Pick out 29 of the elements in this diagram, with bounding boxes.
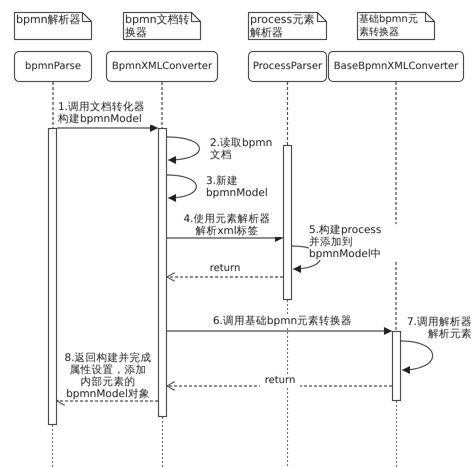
lifeline-title: BaseBpmnXMLConverter <box>334 61 458 72</box>
lifeline-title: bpmnParse <box>25 61 81 72</box>
lifeline-title: BpmnXMLConverter <box>112 61 212 72</box>
return-arrow <box>166 272 284 282</box>
lifeline-title: process元素解析器 <box>249 12 316 39</box>
activation-bar <box>283 145 292 300</box>
note-box <box>357 12 435 40</box>
lifeline-head-box <box>14 51 92 82</box>
lifeline <box>52 82 54 128</box>
note-box <box>248 12 327 40</box>
self-call-arrow <box>166 136 200 164</box>
lifeline <box>287 82 288 146</box>
lifeline-title: ProcessParser <box>252 61 322 72</box>
lifeline-title: 基础bpmn元素转换器 <box>358 12 419 39</box>
note-box <box>14 12 92 40</box>
activation-bar <box>48 128 57 425</box>
self-call-arrow <box>166 174 197 202</box>
lifeline-title: bpmn文档转换器 <box>124 12 191 39</box>
activation-bar <box>158 128 167 417</box>
edge-label: return <box>260 375 300 387</box>
message-arrow <box>166 327 392 335</box>
message-arrow <box>56 124 158 132</box>
self-call-arrow <box>400 340 434 374</box>
lifeline-head-box <box>106 51 218 82</box>
lifeline-head-box <box>328 51 464 82</box>
lifeline-title: bpmn解析器 <box>15 12 82 26</box>
lifeline-head-box <box>248 51 327 82</box>
activation-bar <box>392 331 401 401</box>
note-box <box>123 12 201 40</box>
